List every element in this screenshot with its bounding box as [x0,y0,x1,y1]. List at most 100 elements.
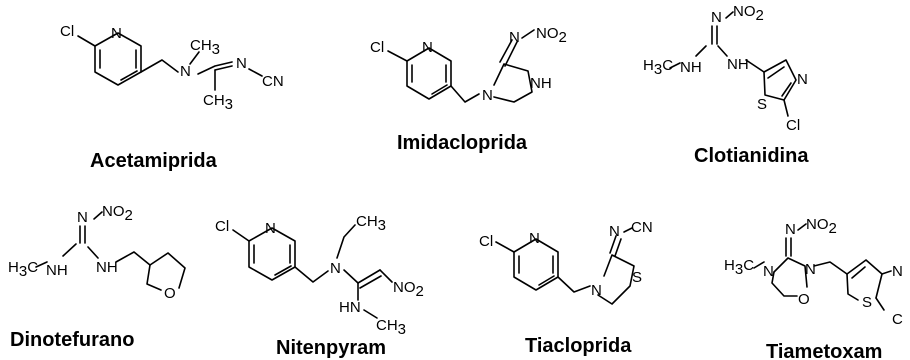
atom-no2: NO2 [536,25,567,46]
atom-n-imine: N [77,209,88,226]
atom-nh: NH [96,259,118,276]
bond [87,246,99,259]
bond [695,45,707,57]
atom-n: N [180,63,191,80]
atom-c-partial: C [892,311,903,328]
atom-n: N [763,263,774,280]
atom-o: O [164,285,176,302]
atom-no2: NO2 [733,3,764,24]
atom-n-imine: N [509,29,520,46]
atom-s: S [757,96,767,113]
structure-tiametoxam: H3C N N N NO2 O S N C Tiametoxam [724,216,903,360]
bond [725,11,734,19]
compound-name-tiacloprida: Tiacloprida [525,335,632,357]
atom-no2: NO2 [102,203,133,224]
atom-n-ring: N [422,39,433,56]
bond [140,59,179,73]
bond [387,50,408,62]
atom-o: O [798,291,810,308]
atom-h3c: H3C [724,257,754,278]
atom-n-imine: N [236,55,247,72]
atom-n-imine: N [711,9,722,26]
atom-s: S [632,269,642,286]
compound-name-dinotefurano: Dinotefurano [10,329,134,351]
atom-ch3: CH3 [190,37,220,58]
atom-cl: Cl [479,233,493,250]
bond [881,270,892,275]
bond [669,62,681,69]
bond [343,269,359,284]
atom-cl: Cl [786,117,800,134]
bond [521,29,535,39]
atom-n: N [482,87,493,104]
bond [294,266,329,283]
bond [357,269,381,284]
compound-name-acetamiprida: Acetamiprida [90,150,218,172]
bond [379,269,393,283]
atom-n-ring: N [797,71,808,88]
bond [62,243,77,257]
atom-n-ring: N [265,220,276,237]
atom-cl: Cl [370,39,384,56]
compound-name-tiametoxam: Tiametoxam [766,341,882,360]
atom-no2: NO2 [806,216,837,237]
oxadiazinane-ring [771,257,808,297]
bond [35,261,48,268]
atom-n: N [591,282,602,299]
atom-h3c: H3C [8,259,38,280]
atom-n-imine: N [609,223,620,240]
atom-n-imine: N [785,221,796,238]
bond [623,227,633,233]
bond [197,61,233,75]
atom-nh: NH [46,262,68,279]
compound-name-nitenpyram: Nitenpyram [276,337,386,359]
thiazole-ring [846,259,883,301]
thiazole-ring [763,59,797,101]
bond [797,223,807,231]
compound-name-imidacloprida: Imidacloprida [397,132,528,154]
bond [745,59,765,73]
structure-imidacloprida: Cl N N NO2 N NH Imidacloprida [370,25,567,154]
structure-acetamiprida: Cl N N CH3 N CN CH3 Acetamiprida [60,23,284,172]
bond [77,35,96,47]
atom-n: N [805,261,816,278]
bond [495,241,515,253]
bond [717,45,728,57]
bond [359,275,382,289]
bond [248,68,263,77]
bond [189,51,200,65]
atom-hn: HN [339,299,361,316]
atom-ch3-lower: CH3 [203,92,233,113]
atom-n-ring: N [892,263,903,280]
structure-nitenpyram: Cl N N CH3 NO2 HN CH3 Nitenpyram [215,213,424,359]
atom-nh: NH [680,59,702,76]
bond [557,276,591,293]
structure-clotianidina: H3C NH NH N NO2 N S Cl Clotianidina [643,3,809,167]
atom-cn: CN [631,219,653,236]
bond [214,65,233,71]
bond [93,211,103,220]
imidazolidine-ring [493,39,533,103]
thiazolidine-ring [597,235,635,305]
tetrahydrofuran-ring [146,252,186,291]
atom-nh: NH [530,75,552,92]
compound-name-clotianidina: Clotianidina [694,145,809,167]
atom-ch3: CH3 [356,213,386,234]
bond [813,261,848,275]
bond [783,99,789,117]
bond [232,229,250,242]
atom-s: S [862,294,872,311]
bond [363,309,378,319]
atom-cl: Cl [60,23,74,40]
bond [875,297,885,311]
atom-cl: Cl [215,218,229,235]
bond [753,261,765,269]
atom-n-ring: N [529,230,540,247]
bond [450,85,480,103]
atom-cn: CN [262,73,284,90]
structure-tiacloprida: Cl N N N CN S Tiacloprida [479,219,653,357]
atom-nh: NH [727,56,749,73]
atom-n-ring: N [111,25,122,42]
atom-no2: NO2 [393,279,424,300]
bond [115,251,151,266]
